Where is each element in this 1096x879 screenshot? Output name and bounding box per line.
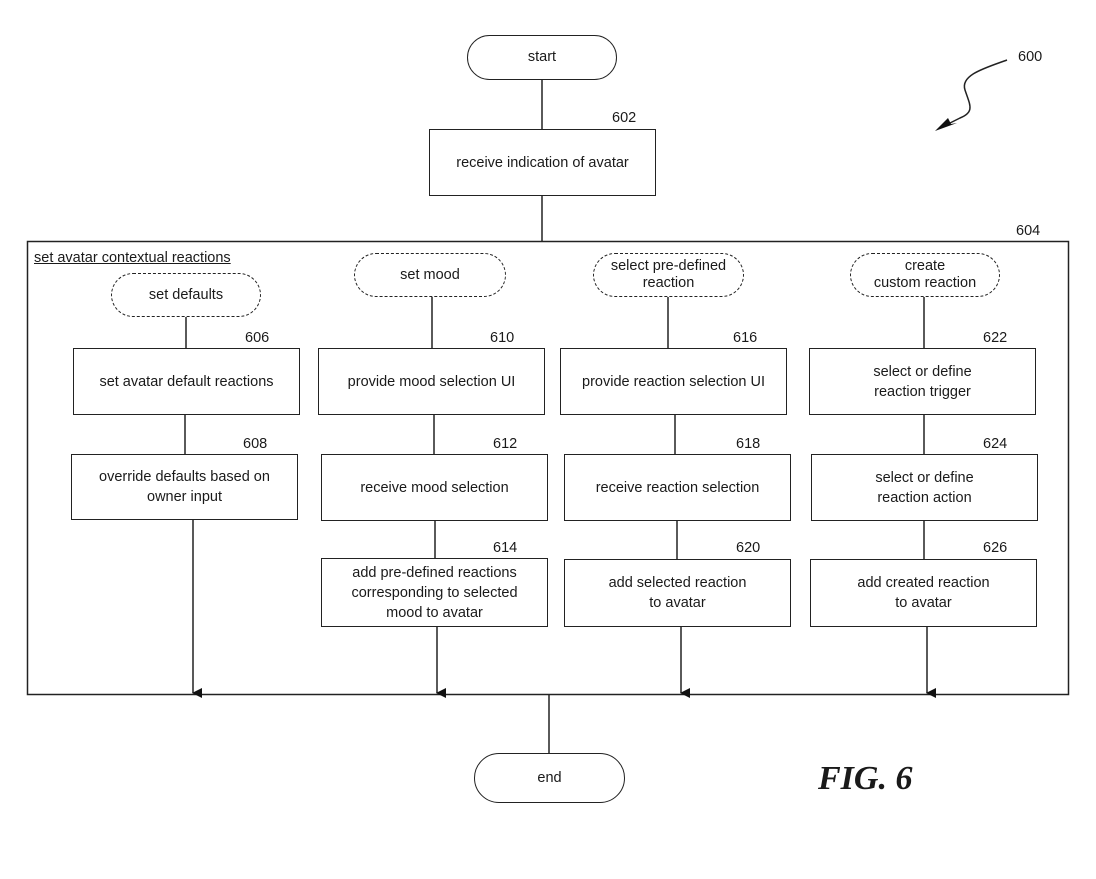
end-label: end — [537, 769, 562, 786]
step-624: select or define reaction action — [811, 454, 1038, 521]
step-620: add selected reaction to avatar — [564, 559, 791, 627]
ref-614: 614 — [493, 540, 518, 556]
step-606: set avatar default reactions — [73, 348, 300, 415]
entry-set-defaults: set defaults — [111, 273, 261, 317]
ref-618: 618 — [736, 436, 761, 452]
step-612: receive mood selection — [321, 454, 548, 521]
step-608-label: override defaults based on owner input — [99, 469, 270, 505]
step-618-label: receive reaction selection — [595, 479, 760, 496]
figure-label: FIG. 6 — [818, 760, 913, 797]
step-618: receive reaction selection — [564, 454, 791, 521]
entry-create-custom-reaction: create custom reaction — [850, 253, 1000, 297]
step-622-label: select or define reaction trigger — [873, 363, 972, 400]
step-614: add pre-defined reactions corresponding … — [321, 558, 548, 627]
reference-arrowhead-600 — [935, 118, 957, 131]
entry-set-mood: set mood — [354, 253, 506, 297]
step-608: override defaults based on owner input — [71, 454, 298, 520]
ref-608: 608 — [243, 436, 268, 452]
step-602: receive indication of avatar — [429, 129, 656, 196]
ref-600: 600 — [1018, 49, 1043, 65]
ref-606: 606 — [245, 330, 270, 346]
ref-620: 620 — [736, 540, 761, 556]
step-602-label: receive indication of avatar — [456, 154, 629, 171]
entry-select-predefined-reaction-label: select pre-defined reaction — [610, 258, 727, 291]
step-626-label: add created reaction to avatar — [857, 575, 990, 611]
step-620-label: add selected reaction to avatar — [608, 575, 747, 611]
step-622: select or define reaction trigger — [809, 348, 1036, 415]
ref-616: 616 — [733, 330, 758, 346]
container-604-border — [26, 240, 1070, 696]
step-616: provide reaction selection UI — [560, 348, 787, 415]
entry-set-defaults-label: set defaults — [148, 286, 224, 303]
start-terminal: start — [467, 35, 617, 80]
ref-602: 602 — [612, 110, 637, 126]
ref-624: 624 — [983, 436, 1008, 452]
step-612-label: receive mood selection — [360, 479, 509, 496]
entry-set-mood-label: set mood — [400, 266, 460, 283]
step-624-label: select or define reaction action — [875, 469, 974, 506]
step-610-label: provide mood selection UI — [347, 373, 516, 390]
entry-create-custom-reaction-label: create custom reaction — [873, 258, 977, 291]
reference-arrow-600 — [943, 59, 1008, 127]
ref-622: 622 — [983, 330, 1008, 346]
start-label: start — [527, 49, 557, 65]
ref-612: 612 — [493, 436, 518, 452]
step-614-label: add pre-defined reactions corresponding … — [351, 564, 518, 621]
container-604-label: set avatar contextual reactions — [34, 250, 231, 266]
ref-604: 604 — [1016, 223, 1041, 239]
step-610: provide mood selection UI — [318, 348, 545, 415]
end-terminal: end — [474, 753, 625, 803]
step-606-label: set avatar default reactions — [99, 373, 274, 390]
ref-610: 610 — [490, 330, 515, 346]
step-626: add created reaction to avatar — [810, 559, 1037, 627]
ref-626: 626 — [983, 540, 1008, 556]
step-616-label: provide reaction selection UI — [582, 373, 765, 390]
entry-select-predefined-reaction: select pre-defined reaction — [593, 253, 744, 297]
